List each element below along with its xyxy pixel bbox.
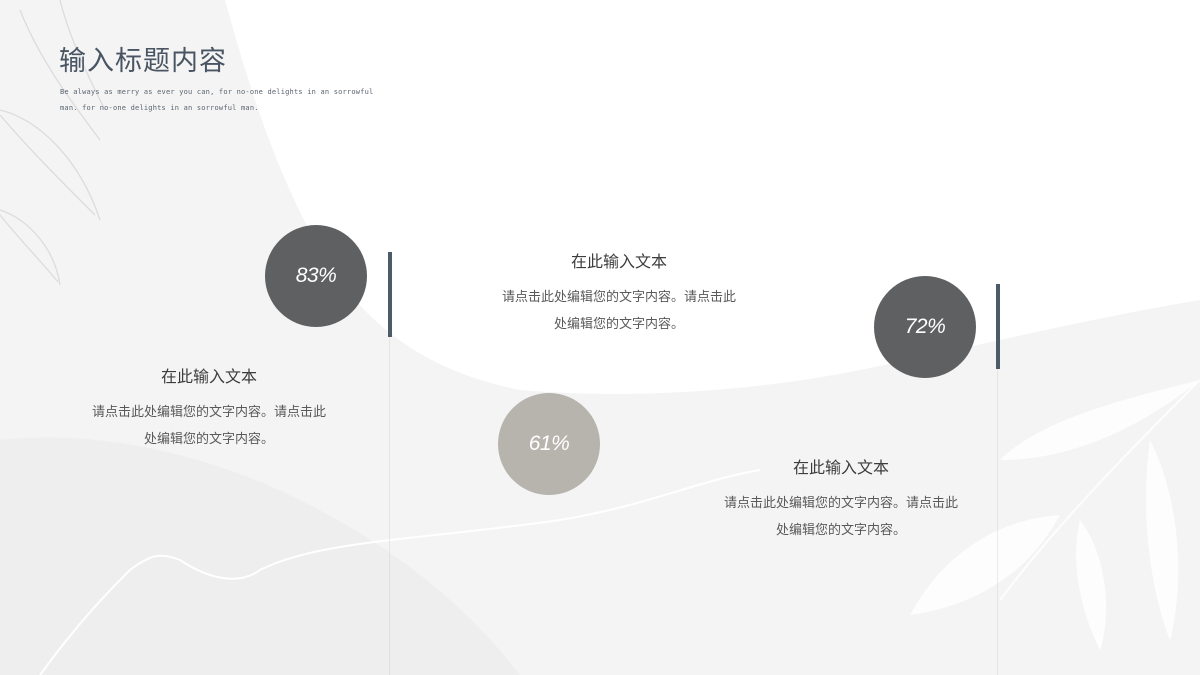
block-heading: 在此输入文本 <box>570 252 667 271</box>
block-heading: 在此输入文本 <box>160 367 257 386</box>
stat-value: 72% <box>904 315 946 338</box>
stat-value: 61% <box>528 432 570 455</box>
accent-bar <box>388 252 392 337</box>
leaf-silhouette-icon <box>910 379 1200 650</box>
leaf-outline-icon <box>0 0 106 286</box>
divider-line <box>389 337 390 675</box>
block-body-line: 请点击此处编辑您的文字内容。请点击此 <box>501 290 736 305</box>
block-body-line: 处编辑您的文字内容。 <box>775 523 906 538</box>
block-heading: 在此输入文本 <box>792 458 889 477</box>
stat-circle-83: 83% <box>265 225 367 327</box>
divider-line <box>997 369 998 675</box>
block-body-line: 请点击此处编辑您的文字内容。请点击此 <box>723 496 958 511</box>
stat-circle-72: 72% <box>874 276 976 378</box>
stat-value: 83% <box>295 264 337 287</box>
block-body-line: 请点击此处编辑您的文字内容。请点击此 <box>91 405 326 420</box>
text-block-center: 在此输入文本 请点击此处编辑您的文字内容。请点击此 处编辑您的文字内容。 <box>474 250 764 338</box>
block-body-line: 处编辑您的文字内容。 <box>143 432 274 447</box>
text-block-left: 在此输入文本 请点击此处编辑您的文字内容。请点击此 处编辑您的文字内容。 <box>64 365 354 453</box>
slide-title: 输入标题内容 <box>59 46 227 77</box>
slide-subtitle: Be always as merry as ever you can, for … <box>60 88 374 112</box>
accent-bar <box>996 284 1000 369</box>
stat-circle-61: 61% <box>498 393 600 495</box>
block-body-line: 处编辑您的文字内容。 <box>553 317 684 332</box>
text-block-right: 在此输入文本 请点击此处编辑您的文字内容。请点击此 处编辑您的文字内容。 <box>696 456 986 544</box>
